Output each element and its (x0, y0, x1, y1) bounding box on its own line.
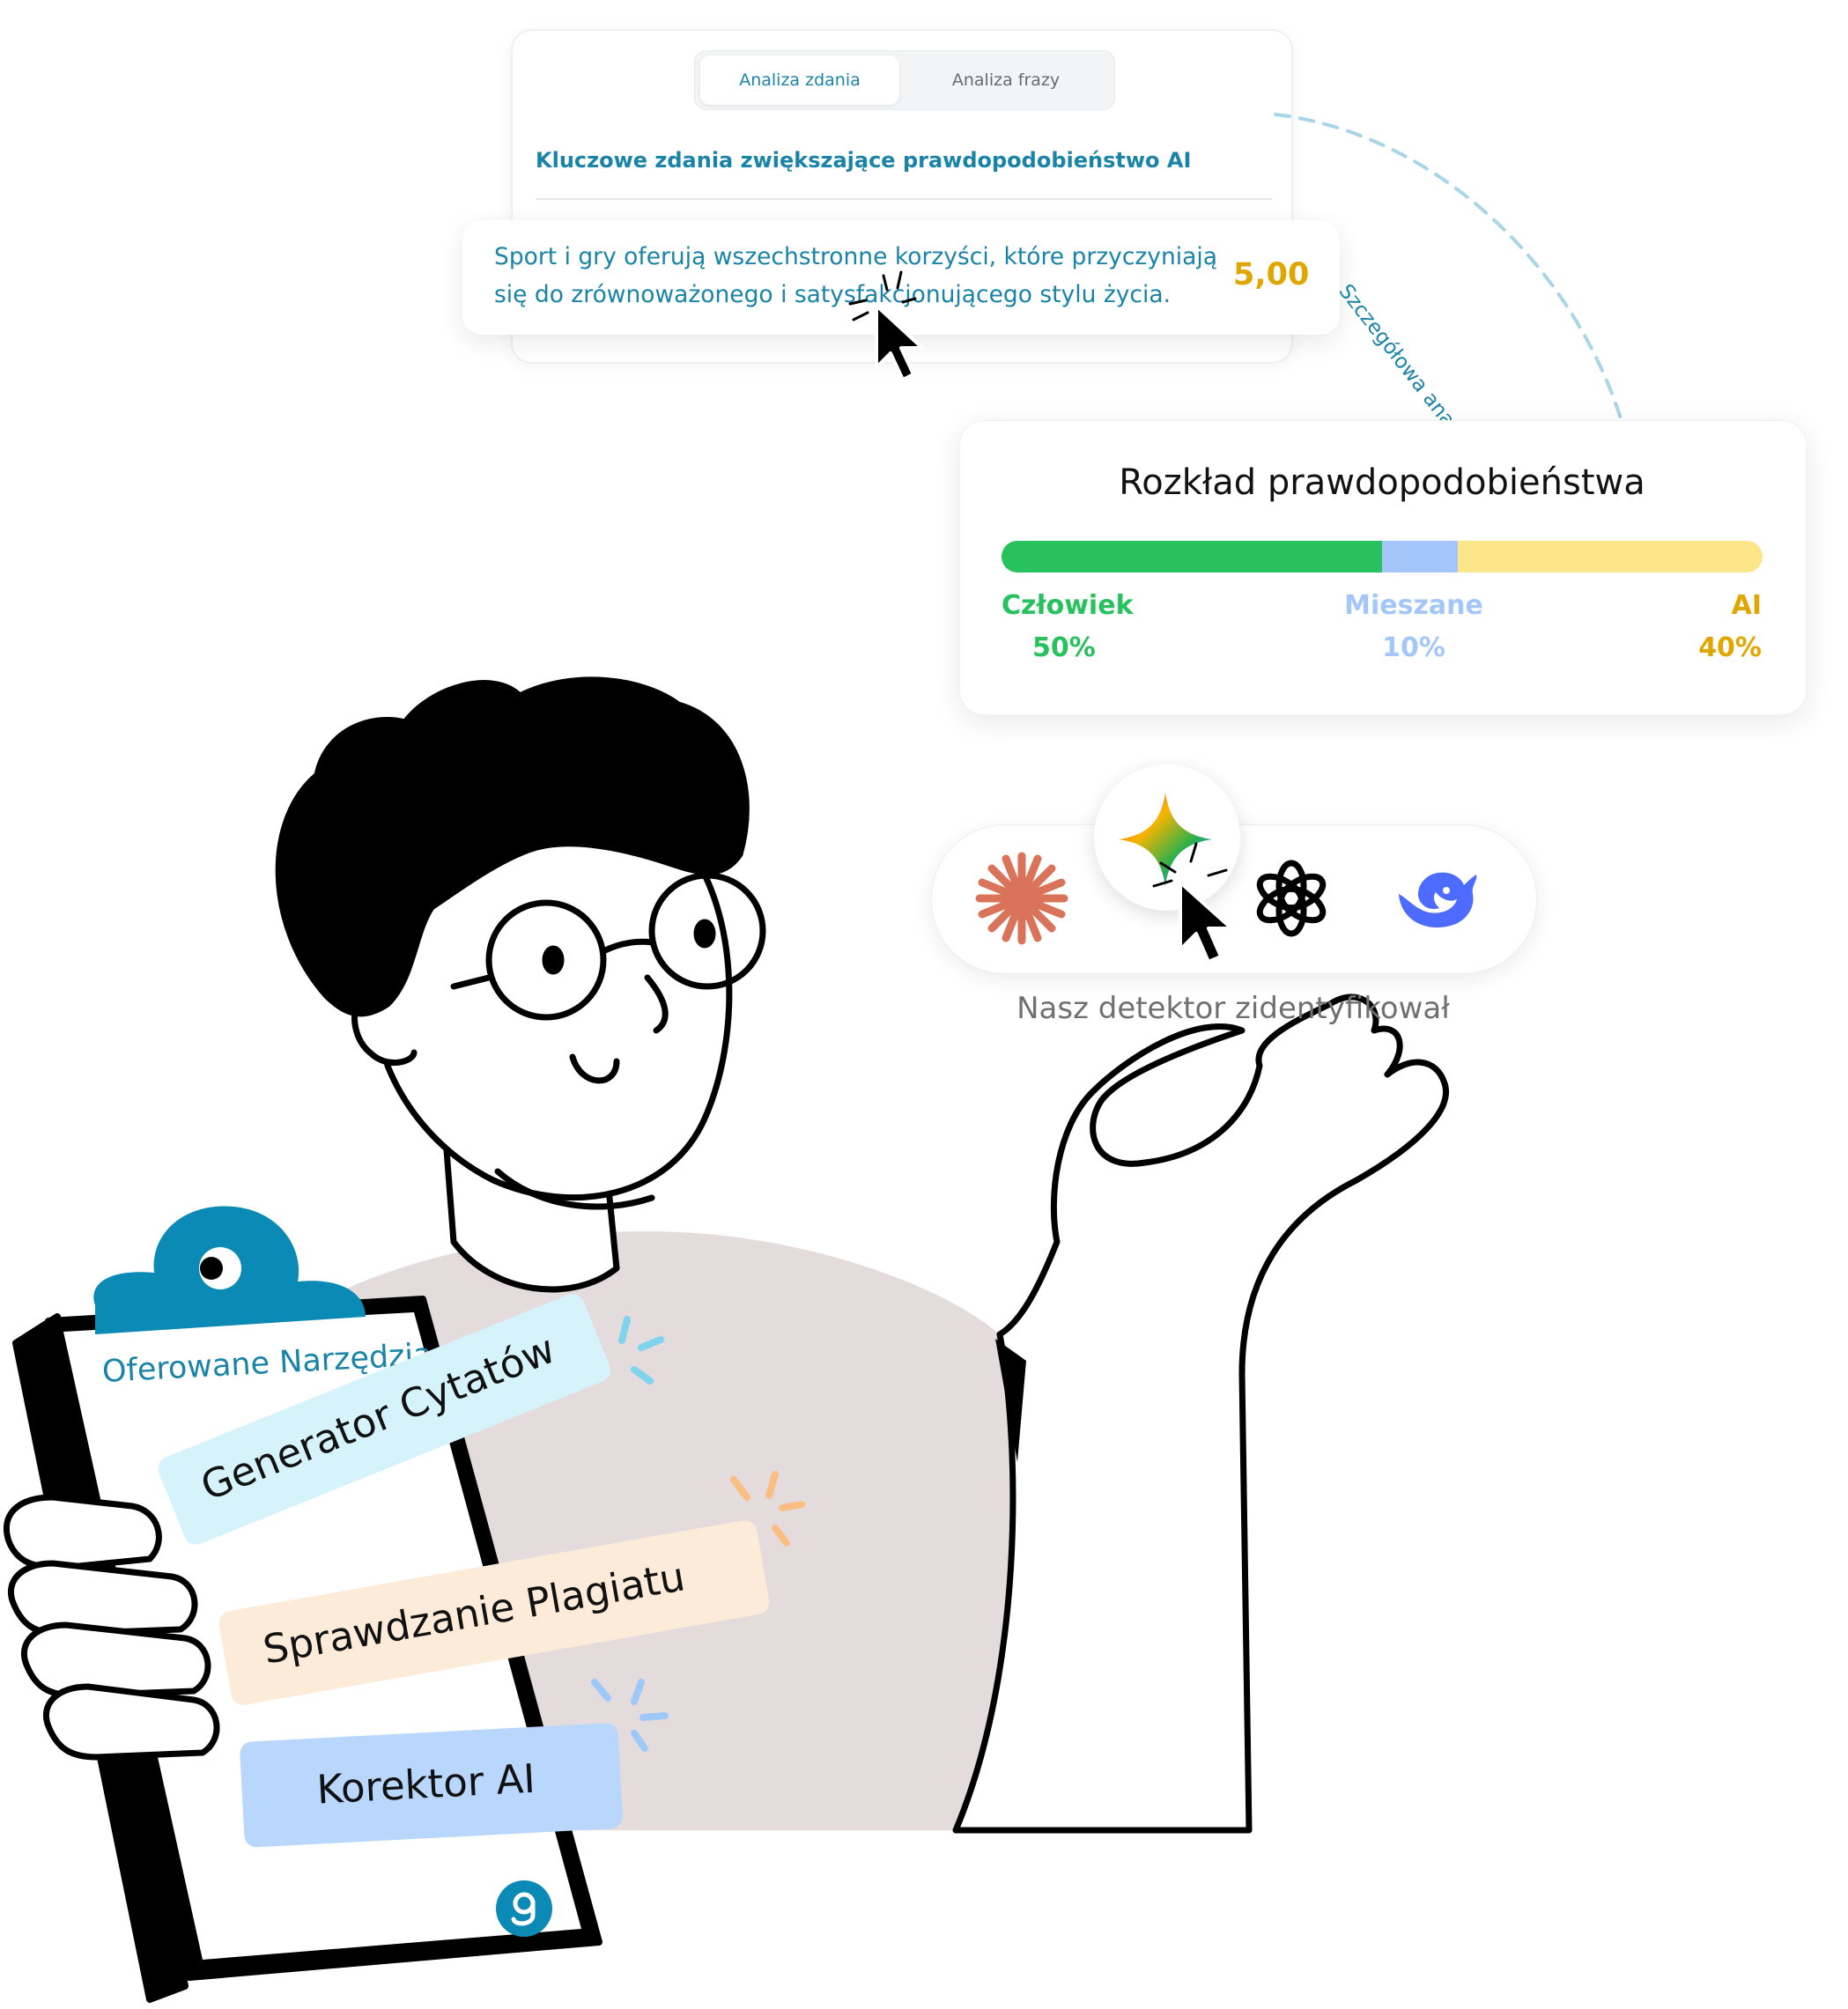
cursor-arrow-icon (1152, 842, 1233, 964)
cursor-arrow-icon (848, 270, 924, 381)
hair (275, 676, 750, 1017)
detector-caption: Nasz detektor zidentyfikował (1016, 991, 1450, 1026)
section-divider (536, 198, 1272, 200)
tool-pill-ai-corrector[interactable]: Korektor AI (239, 1722, 624, 1848)
distribution-bar (1002, 541, 1763, 572)
glasses-left (485, 899, 607, 1021)
key-sentences-title: Kluczowe zdania zwiększające prawdopodob… (536, 148, 1192, 173)
tab-sentence-analysis[interactable]: Analiza zdania (700, 55, 899, 105)
percent-mixed: 10% (1382, 632, 1445, 663)
label-ai: AI (1731, 590, 1762, 621)
tool-pill-label: Korektor AI (315, 1754, 536, 1813)
detail-arc-connector (1274, 113, 1623, 420)
analysis-tabs: Analiza zdania Analiza frazy (694, 50, 1115, 110)
sleeve-shadow (995, 1339, 1026, 1462)
brand-logo-icon (496, 1880, 552, 1937)
deepseek-icon[interactable] (1392, 859, 1480, 938)
tab-phrase-analysis[interactable]: Analiza frazy (951, 70, 1061, 90)
sparkles-orange (730, 1471, 805, 1547)
glasses-right (648, 872, 766, 990)
sentence-text: Sport i gry oferują wszechstronne korzyś… (494, 243, 1217, 308)
distribution-segment-0 (1002, 541, 1382, 572)
sentence-score: 5,00 (1233, 257, 1310, 292)
raised-arm (952, 993, 1449, 1834)
percent-ai: 40% (1698, 632, 1762, 663)
label-mixed: Mieszane (1344, 590, 1483, 621)
label-human: Człowiek (1002, 590, 1134, 621)
openai-icon[interactable] (1249, 856, 1334, 941)
distribution-title: Rozkład prawdopodobieństwa (1119, 462, 1645, 503)
sparkles-blue (591, 1679, 669, 1752)
gemini-icon[interactable] (1117, 791, 1214, 888)
distribution-segment-2 (1458, 541, 1763, 572)
percent-human: 50% (1032, 632, 1096, 663)
claude-icon[interactable] (971, 847, 1073, 949)
distribution-segment-1 (1382, 541, 1459, 572)
holding-hand (4, 1494, 220, 1761)
